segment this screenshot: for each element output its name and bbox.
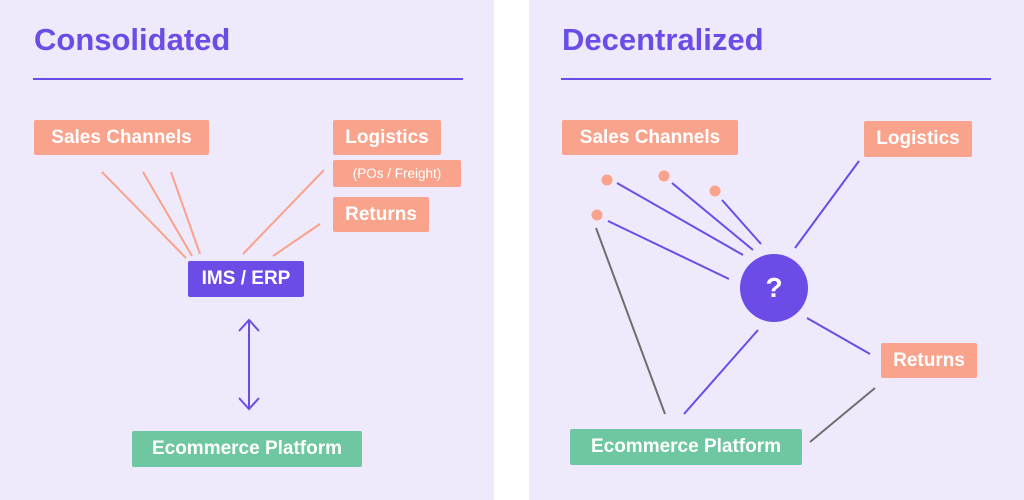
returns-connector bbox=[272, 223, 321, 257]
consolidated-panel: Consolidated Sales Channels Logistics (P… bbox=[0, 0, 494, 500]
title-divider bbox=[33, 78, 463, 80]
panel-title: Decentralized bbox=[562, 22, 764, 57]
platform-hub-connector bbox=[683, 329, 759, 415]
logistics-hub-connector bbox=[794, 160, 860, 249]
ecommerce-platform-box: Ecommerce Platform bbox=[132, 431, 362, 467]
sales-channels-box: Sales Channels bbox=[562, 120, 738, 155]
sales-channel-connector bbox=[101, 171, 187, 259]
platform-returns-connector bbox=[809, 387, 876, 443]
question-icon: ? bbox=[740, 254, 808, 322]
title-divider bbox=[561, 78, 991, 80]
channel-dot bbox=[709, 185, 721, 197]
arrow-up-icon bbox=[238, 318, 260, 332]
returns-box: Returns bbox=[881, 343, 977, 378]
decentralized-connectors bbox=[591, 160, 876, 443]
channel-dot bbox=[591, 209, 603, 221]
ims-erp-box: IMS / ERP bbox=[188, 261, 304, 297]
logistics-connector bbox=[242, 169, 325, 255]
decentralized-panel: Decentralized Sales Channels Logistics ?… bbox=[529, 0, 1024, 500]
channel-hub-connector bbox=[721, 199, 762, 245]
sales-channel-connector bbox=[142, 171, 193, 257]
channel-hub-connector bbox=[616, 182, 744, 256]
logistics-box: Logistics bbox=[864, 121, 972, 157]
returns-box: Returns bbox=[333, 197, 429, 232]
channel-platform-connector bbox=[595, 227, 666, 415]
sales-channel-connector bbox=[170, 171, 201, 255]
arrow-down-icon bbox=[238, 397, 260, 411]
channel-hub-connector bbox=[607, 220, 730, 280]
channel-dot bbox=[658, 170, 670, 182]
consolidated-connectors bbox=[101, 169, 325, 411]
channel-dot bbox=[601, 174, 613, 186]
returns-hub-connector bbox=[806, 317, 871, 355]
ecommerce-platform-box: Ecommerce Platform bbox=[570, 429, 802, 465]
logistics-box: Logistics bbox=[333, 120, 441, 155]
logistics-subtitle-box: (POs / Freight) bbox=[333, 160, 461, 187]
channel-hub-connector bbox=[671, 182, 754, 251]
panel-title: Consolidated bbox=[34, 22, 231, 57]
sales-channels-box: Sales Channels bbox=[34, 120, 209, 155]
